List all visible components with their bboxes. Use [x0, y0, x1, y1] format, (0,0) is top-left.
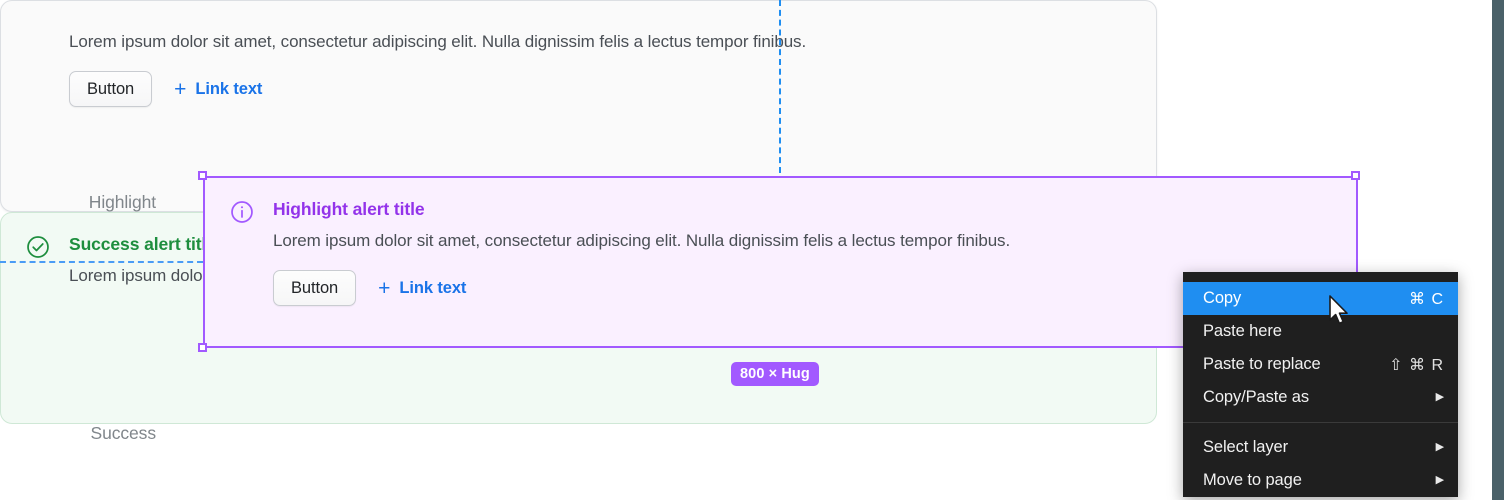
menu-item-copy[interactable]: Copy ⌘ C: [1183, 282, 1458, 315]
menu-item-label: Select layer: [1203, 438, 1289, 456]
alert-card-highlight[interactable]: Highlight alert title Lorem ipsum dolor …: [203, 176, 1358, 348]
menu-item-shortcut: ⌘ C: [1409, 290, 1444, 308]
link-group-highlight[interactable]: + Link text: [378, 278, 466, 299]
row-label-highlight: Highlight: [88, 192, 156, 212]
alert-icon-placeholder: [25, 22, 51, 48]
guide-line-horizontal: [0, 261, 203, 263]
context-menu[interactable]: Copy ⌘ C Paste here Paste to replace ⇧ ⌘…: [1183, 272, 1458, 497]
button-highlight[interactable]: Button: [273, 270, 357, 306]
right-panel-strip: [1492, 0, 1504, 500]
menu-item-label: Paste here: [1203, 322, 1282, 340]
row-label-success: Success: [90, 423, 157, 443]
link-group-neutral[interactable]: + Link text: [174, 79, 262, 100]
selection-handle-top-right[interactable]: [1351, 171, 1360, 180]
alert-title-highlight: Highlight alert title: [273, 199, 425, 219]
plus-icon: +: [378, 276, 391, 300]
alert-description-neutral: Lorem ipsum dolor sit amet, consectetur …: [69, 32, 807, 51]
chevron-right-icon: ▶: [1435, 474, 1444, 486]
chevron-right-icon: ▶: [1435, 441, 1444, 453]
size-badge: 800 × Hug: [731, 362, 819, 386]
alert-title-success: Success alert title: [69, 234, 216, 254]
alert-actions-neutral: Button + Link text: [69, 71, 1132, 107]
guide-line-vertical: [779, 0, 781, 173]
alert-body: Highlight alert title Lorem ipsum dolor …: [273, 198, 1332, 306]
menu-item-paste-to-replace[interactable]: Paste to replace ⇧ ⌘ R: [1183, 348, 1458, 381]
menu-item-label: Paste to replace: [1203, 355, 1321, 373]
menu-item-select-layer[interactable]: Select layer ▶: [1183, 431, 1458, 464]
alert-content-neutral: Lorem ipsum dolor sit amet, consectetur …: [1, 1, 1156, 127]
menu-item-shortcut: ⇧ ⌘ R: [1389, 356, 1444, 374]
menu-item-label: Copy: [1203, 289, 1242, 307]
info-circle-icon: [229, 199, 255, 225]
link-text-neutral[interactable]: Link text: [195, 79, 263, 98]
menu-separator: [1183, 422, 1458, 423]
alert-row: Highlight alert title Lorem ipsum dolor …: [229, 198, 1332, 306]
alert-actions-highlight: Button + Link text: [273, 270, 1332, 306]
chevron-right-icon: ▶: [1435, 391, 1444, 403]
alert-body: Lorem ipsum dolor sit amet, consectetur …: [69, 21, 1132, 107]
plus-icon: +: [174, 77, 187, 101]
selection-handle-top-left[interactable]: [198, 171, 207, 180]
menu-item-move-to-page[interactable]: Move to page ▶: [1183, 464, 1458, 497]
menu-item-label: Copy/Paste as: [1203, 388, 1310, 406]
check-circle-icon: [25, 234, 51, 260]
menu-item-label: Move to page: [1203, 471, 1302, 489]
menu-item-copy-paste-as[interactable]: Copy/Paste as ▶: [1183, 381, 1458, 414]
menu-item-paste-here[interactable]: Paste here: [1183, 315, 1458, 348]
selection-handle-bottom-left[interactable]: [198, 343, 207, 352]
link-text-highlight[interactable]: Link text: [399, 278, 467, 297]
alert-description-highlight: Lorem ipsum dolor sit amet, consectetur …: [273, 231, 1011, 250]
button-neutral[interactable]: Button: [69, 71, 153, 107]
alert-row: Lorem ipsum dolor sit amet, consectetur …: [25, 21, 1132, 107]
